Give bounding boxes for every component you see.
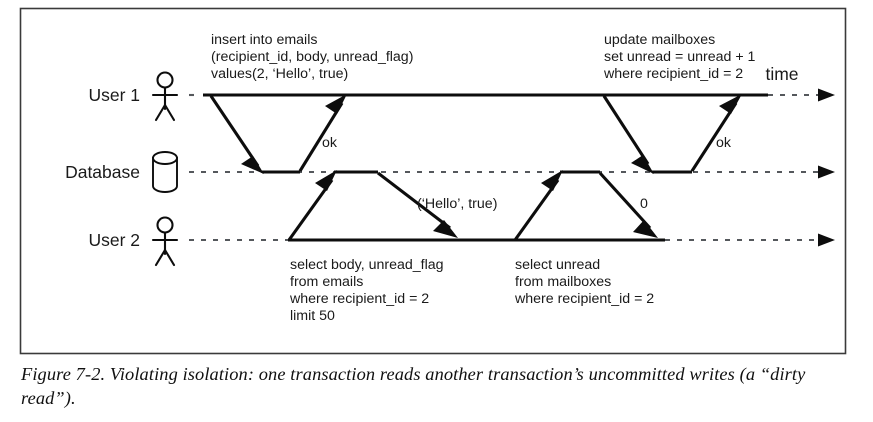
arrowhead-m4 xyxy=(433,220,458,238)
message-label-m3-line-1: from emails xyxy=(290,274,363,290)
stick-figure-icon xyxy=(151,216,179,267)
message-label-m1-line-0: insert into emails xyxy=(211,32,317,48)
arrowhead-m2 xyxy=(325,94,347,114)
arrowhead-m5 xyxy=(631,155,654,174)
message-m1 xyxy=(209,95,300,174)
message-label-m7-line-1: from mailboxes xyxy=(515,274,611,290)
message-m5 xyxy=(602,95,692,174)
message-m2 xyxy=(298,94,347,172)
lane-user2: User 2 xyxy=(88,216,835,267)
lane-label-user2: User 2 xyxy=(88,230,140,250)
message-label-m1-line-2: values(2, ‘Hello’, true) xyxy=(211,66,348,82)
figure-caption: Figure 7-2. Violating isolation: one tra… xyxy=(21,364,806,409)
message-label-m2: ok xyxy=(322,135,338,151)
time-axis-label: time xyxy=(765,64,798,84)
arrowhead-m7 xyxy=(541,170,563,191)
message-label-m3: select body, unread_flag from emails whe… xyxy=(289,257,444,324)
lane-database: Database xyxy=(65,151,835,193)
message-label-m7: select unread from mailboxes where recip… xyxy=(514,257,654,307)
arrowhead-m1 xyxy=(241,156,264,174)
message-label-m7-line-2: where recipient_id = 2 xyxy=(514,291,654,307)
message-m7 xyxy=(513,170,600,241)
lane-label-user1: User 1 xyxy=(88,85,140,105)
message-label-m6: ok xyxy=(716,135,732,151)
message-label-m3-line-0: select body, unread_flag xyxy=(290,257,444,273)
message-label-m5-line-0: update mailboxes xyxy=(604,32,715,48)
message-label-m3-line-3: limit 50 xyxy=(290,308,335,324)
time-arrow-database xyxy=(818,165,835,179)
message-m3 xyxy=(287,170,378,241)
message-label-m7-line-0: select unread xyxy=(515,257,600,273)
message-label-m1-line-1: (recipient_id, body, unread_flag) xyxy=(211,49,413,65)
database-cylinder-icon xyxy=(152,151,178,193)
message-label-m3-line-2: where recipient_id = 2 xyxy=(289,291,429,307)
arrowhead-m3 xyxy=(315,170,337,191)
message-label-m5-line-2: where recipient_id = 2 xyxy=(603,66,743,82)
arrowhead-m8 xyxy=(633,220,658,238)
time-arrow-user2 xyxy=(818,233,835,247)
message-label-m5-line-1: set unread = unread + 1 xyxy=(604,49,756,65)
lane-label-database: Database xyxy=(65,162,140,182)
message-label-m4: (‘Hello’, true) xyxy=(417,196,497,212)
lane-user1: User 1 time xyxy=(88,64,835,122)
message-label-m1: insert into emails (recipient_id, body, … xyxy=(211,32,413,82)
message-label-m5: update mailboxes set unread = unread + 1… xyxy=(603,32,756,82)
arrowhead-m6 xyxy=(719,94,742,114)
message-m8 xyxy=(598,171,658,238)
time-arrow-user1 xyxy=(818,88,835,102)
stick-figure-icon xyxy=(151,71,179,122)
message-m6 xyxy=(690,94,742,172)
message-m4 xyxy=(377,171,458,238)
message-label-m8: 0 xyxy=(640,196,648,212)
